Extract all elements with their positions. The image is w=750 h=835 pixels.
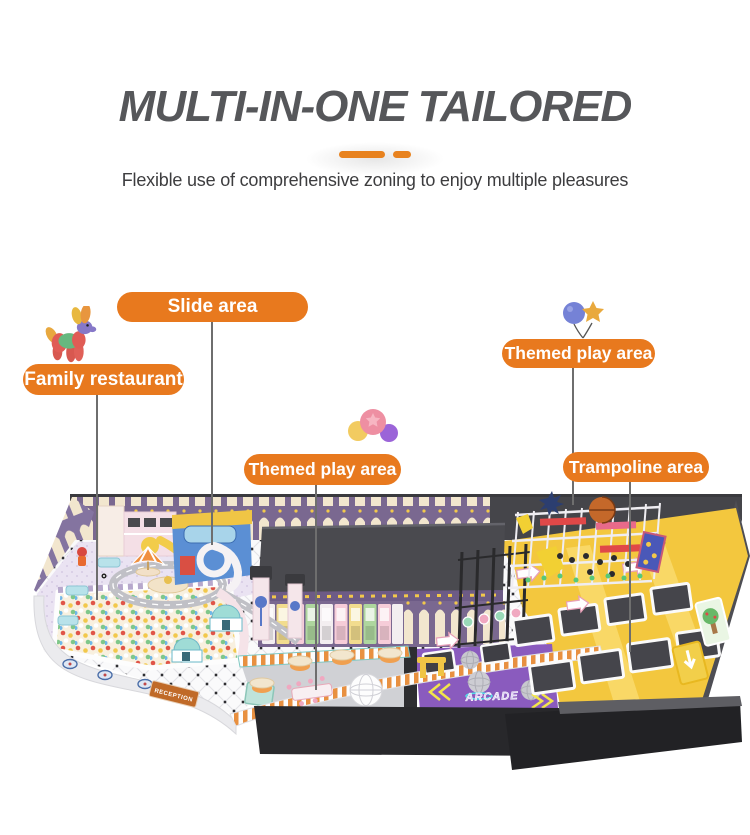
label-slide-area: Slide area — [117, 292, 308, 322]
divider-bar-long — [339, 150, 385, 158]
family-restaurant-zone — [229, 645, 604, 727]
label-themed-play-area-right: Themed play area — [502, 339, 655, 368]
trampoline-beds — [511, 582, 721, 696]
divider-shadow — [305, 142, 445, 176]
igloo-domes — [171, 604, 243, 663]
label-themed-play-area-center: Themed play area — [244, 454, 401, 485]
balloon-dog-icon — [45, 306, 97, 363]
title-divider — [0, 149, 750, 159]
page-title: MULTI-IN-ONE TAILORED — [118, 82, 633, 131]
divider-bar-short — [393, 150, 411, 158]
page-subtitle: Flexible use of comprehensive zoning to … — [121, 170, 629, 190]
toddler-tables — [57, 557, 121, 626]
neon-chevrons — [427, 683, 555, 710]
restaurant-tables — [249, 647, 403, 693]
balloon-cluster-icon — [348, 409, 398, 460]
connector-lines — [96, 318, 631, 690]
label-family-restaurant: Family restaurant — [23, 364, 184, 395]
yellow-arch — [417, 657, 446, 678]
entrance-gates — [250, 566, 305, 641]
right-wall-panels — [671, 596, 732, 686]
label-trampoline-area: Trampoline area — [563, 452, 709, 482]
carousel — [130, 546, 166, 577]
mascot-figure — [77, 547, 87, 557]
dark-roof — [258, 524, 505, 594]
splash-decor — [539, 491, 564, 516]
party-table — [286, 675, 333, 707]
basketball — [589, 496, 616, 524]
balloon-star-pair-icon — [563, 301, 604, 339]
arcade-sign: ARCADE — [464, 690, 518, 704]
geodesic-dome — [349, 673, 383, 707]
vending-machines — [262, 604, 403, 644]
gacha-fence — [451, 543, 531, 649]
front-walls — [254, 696, 742, 770]
